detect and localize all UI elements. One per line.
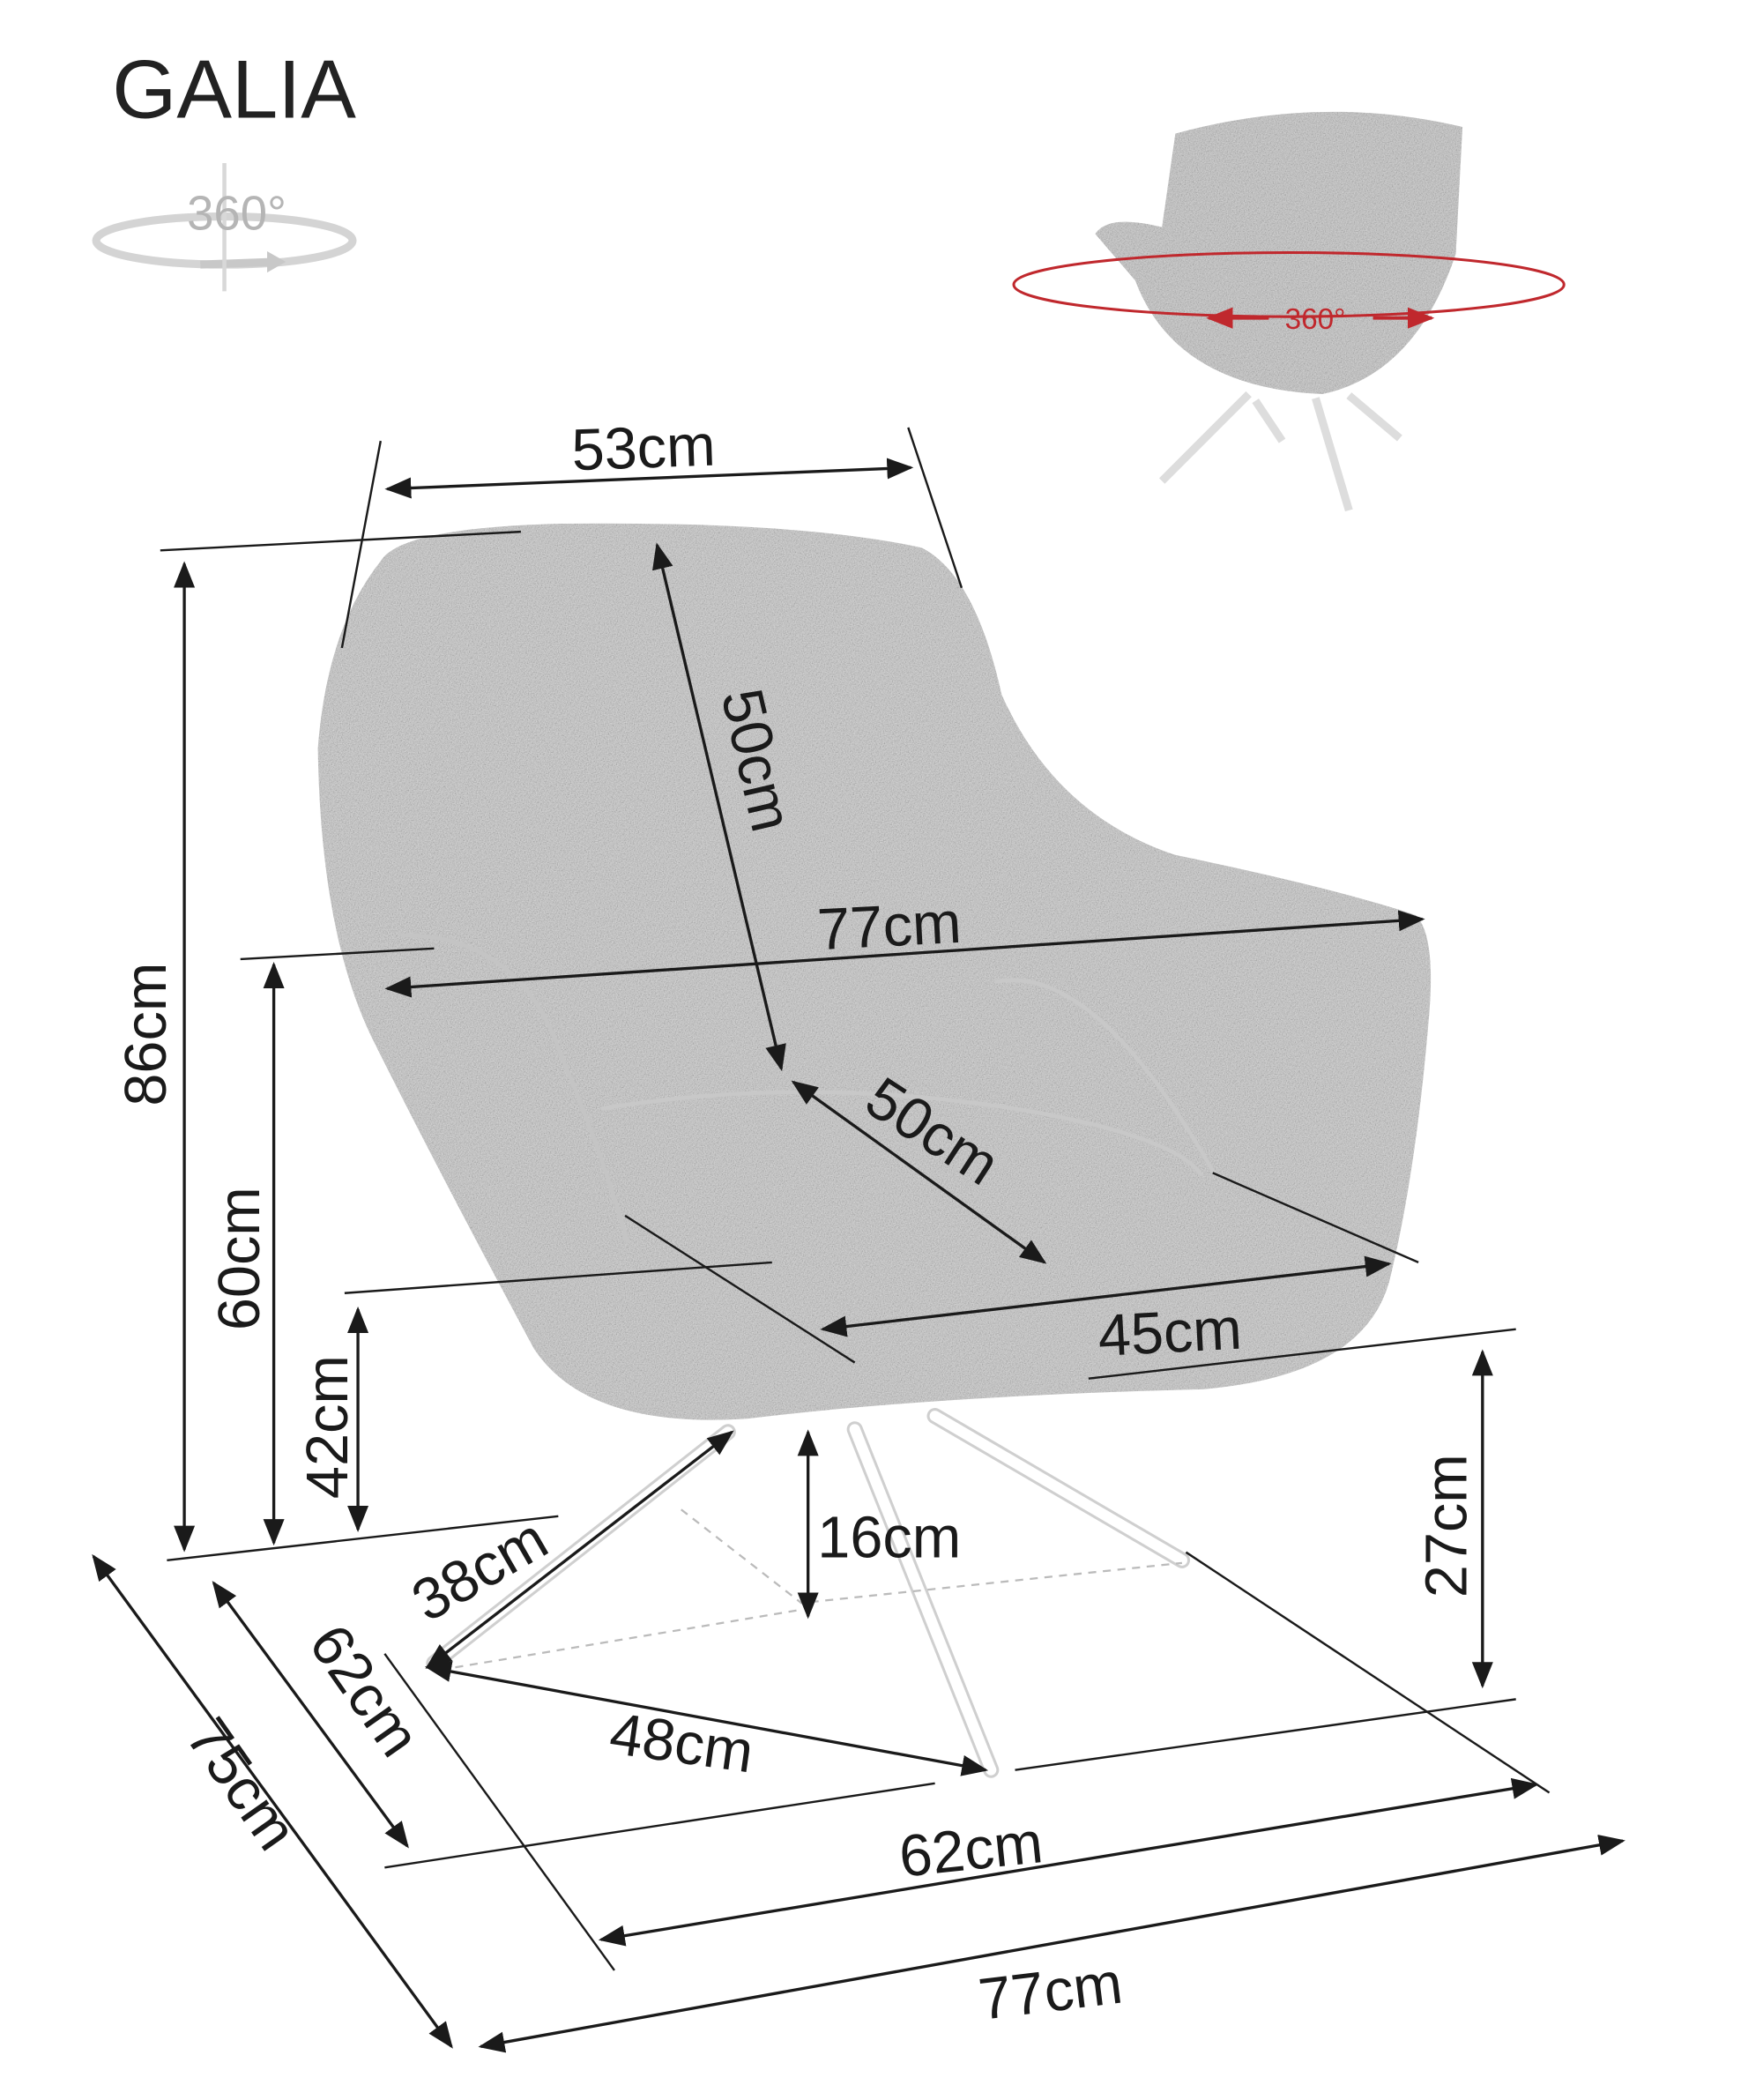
preview-rotation-label: 360° [1285,303,1346,336]
rotation-icon-label: 360° [187,187,286,241]
label-leg-span: 48cm [606,1702,757,1786]
label-back-width: 53cm [570,413,716,484]
label-seat-width: 45cm [1097,1297,1244,1369]
product-title: GALIA [112,42,356,135]
label-armrest-height: 60cm [207,1187,272,1330]
label-total-width-top: 77cm [816,890,963,963]
label-total-height: 86cm [114,963,179,1106]
label-base-height: 27cm [1415,1454,1480,1597]
label-width-inner: 62cm [896,1810,1046,1890]
dimension-arrows [92,458,1625,2053]
label-width-outer: 77cm [975,1951,1126,2033]
rotation-360-icon: 360° [92,162,357,292]
chair-body [317,523,1432,1420]
label-leg-clearance: 16cm [817,1506,961,1571]
label-seat-height: 42cm [295,1355,361,1499]
rotation-preview-chair: 360° [1012,111,1566,512]
label-depth-outer: 75cm [174,1707,309,1862]
